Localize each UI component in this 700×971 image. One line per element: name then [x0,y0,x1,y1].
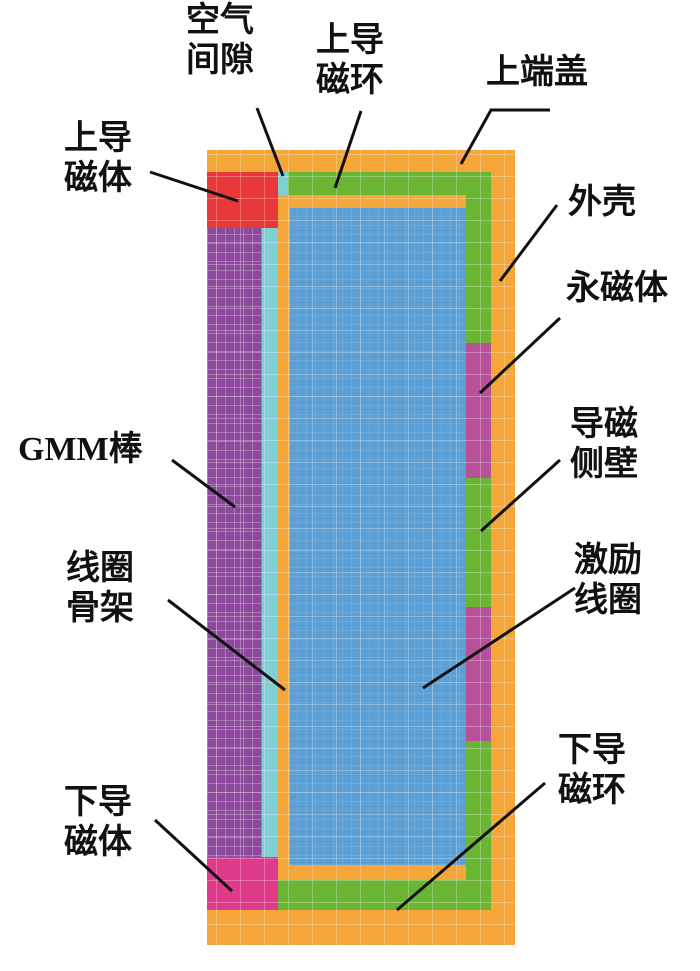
leader-air-gap [255,107,285,177]
leader-magnet [478,316,562,395]
label-magnet: 永磁体 [566,268,668,308]
leader-gmm-rod [171,458,236,509]
leader-side-wall [479,458,562,533]
leader-coil [422,586,576,690]
label-shell: 外壳 [568,182,636,222]
label-air-gap: 空气 间隙 [186,0,254,80]
label-upper-cap: 上端盖 [486,52,588,92]
leader-upper-ring [333,110,363,189]
label-upper-conductor: 上导 磁体 [64,118,132,198]
leader-upper-conductor [149,170,239,203]
label-side-wall: 导磁 侧壁 [570,404,638,484]
leader-lower-conductor [153,818,234,893]
label-coil: 激励 线圈 [574,540,642,620]
mesh-overlay-rod [207,228,262,857]
label-bobbin: 线圈 骨架 [66,548,134,628]
leader-upper-cap [459,108,550,165]
label-gmm-rod: GMM棒 [18,431,143,468]
leader-shell [498,204,559,282]
mesh-overlay-coil [290,208,466,865]
label-lower-conductor: 下导 磁体 [64,782,132,862]
leader-bobbin [167,598,286,692]
label-upper-ring: 上导 磁环 [316,20,384,100]
leader-lower-ring [396,781,546,912]
label-lower-ring: 下导 磁环 [558,730,626,810]
